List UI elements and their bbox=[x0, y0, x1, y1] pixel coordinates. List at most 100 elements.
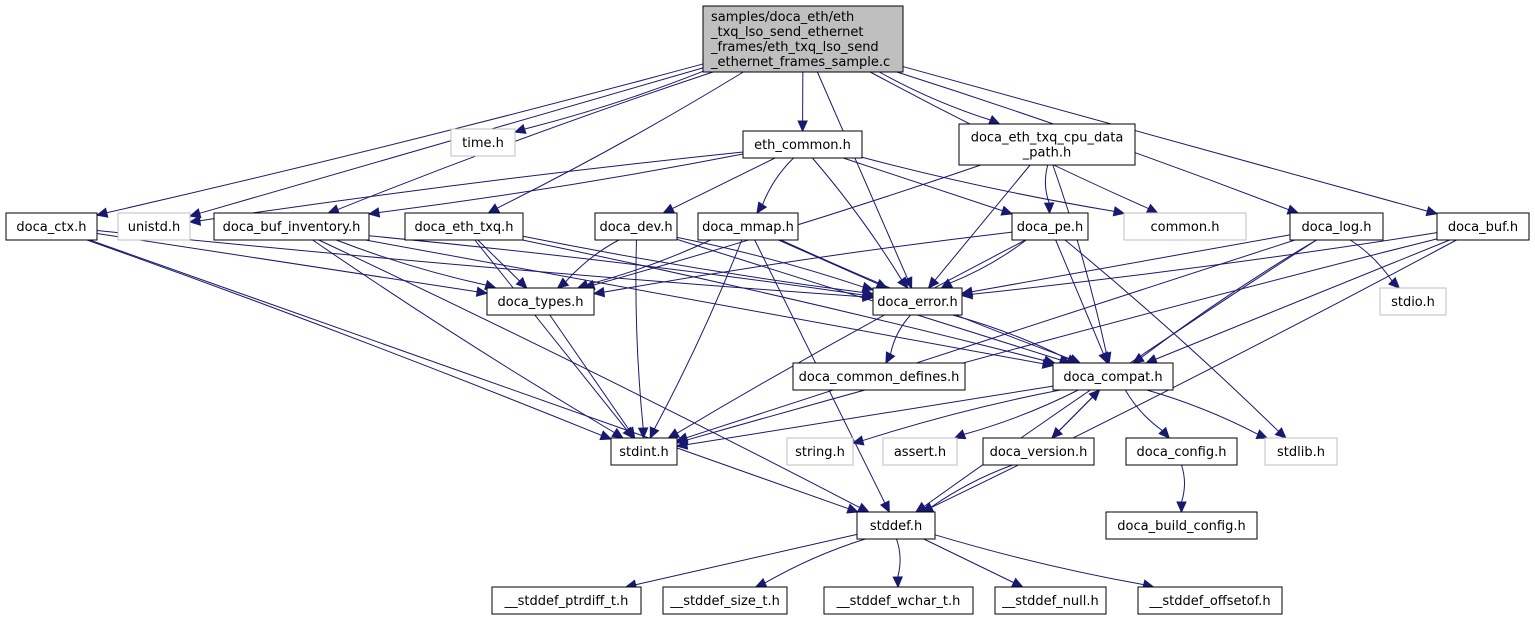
edge-line bbox=[1146, 389, 1259, 435]
edge-line bbox=[686, 239, 1296, 439]
node-label: doca_ctx.h bbox=[16, 220, 86, 235]
edge-line bbox=[477, 239, 520, 282]
node-doca-compat[interactable]: doca_compat.h bbox=[1052, 362, 1174, 391]
edge-doca_ctx-to-stddef bbox=[89, 239, 860, 514]
edge-line bbox=[106, 63, 704, 214]
edge-line bbox=[862, 389, 1061, 442]
node-stdint[interactable]: stdint.h bbox=[610, 437, 678, 466]
node-doca-build-config[interactable]: doca_build_config.h bbox=[1105, 511, 1258, 540]
edge-line bbox=[816, 71, 909, 280]
arrowhead-icon bbox=[846, 503, 860, 514]
edge-line bbox=[890, 314, 911, 355]
node-doca-buf-inventory[interactable]: doca_buf_inventory.h bbox=[213, 212, 370, 241]
node-doca-pe[interactable]: doca_pe.h bbox=[1011, 212, 1089, 241]
edge-line bbox=[96, 229, 864, 298]
edge-line bbox=[676, 238, 1061, 361]
node-doca-types[interactable]: doca_types.h bbox=[486, 287, 595, 316]
node-size-t[interactable]: __stddef_size_t.h bbox=[662, 586, 788, 615]
edge-root-to-unistd bbox=[188, 67, 704, 219]
edge-line bbox=[635, 239, 644, 429]
edge-doca_dev-to-doca_types bbox=[556, 239, 620, 289]
node-box bbox=[1436, 212, 1530, 241]
node-box bbox=[982, 437, 1095, 466]
node-doca-eth-txq[interactable]: doca_eth_txq.h bbox=[404, 212, 524, 241]
node-null[interactable]: __stddef_null.h bbox=[994, 586, 1107, 615]
arrowhead-icon bbox=[662, 203, 676, 214]
node-offsetof[interactable]: __stddef_offsetof.h bbox=[1137, 586, 1283, 615]
arrowhead-icon bbox=[188, 215, 202, 226]
arrowhead-icon bbox=[1388, 276, 1401, 289]
node-cpu-data-path[interactable]: doca_eth_txq_cpu_data_path.h bbox=[958, 123, 1136, 166]
node-doca-mmap[interactable]: doca_mmap.h bbox=[697, 212, 799, 241]
edge-line bbox=[764, 538, 866, 584]
edge-eth_common-to-doca_buf_inventory bbox=[367, 153, 744, 218]
node-box bbox=[856, 511, 936, 540]
arrowhead-icon bbox=[556, 277, 570, 289]
edge-stddef-to-ptrdiff bbox=[624, 533, 858, 590]
node-box bbox=[1379, 287, 1447, 316]
arrowhead-icon bbox=[1145, 354, 1159, 364]
arrowhead-icon bbox=[1145, 203, 1159, 214]
node-doca-ctx[interactable]: doca_ctx.h bbox=[5, 212, 98, 241]
edge-line bbox=[318, 239, 860, 509]
node-doca-common-defines[interactable]: doca_common_defines.h bbox=[792, 362, 966, 391]
edge-cpu_data_path-to-doca_pe bbox=[1043, 164, 1055, 215]
edge-doca_buf_inventory-to-stddef bbox=[318, 239, 870, 513]
node-label: time.h bbox=[462, 136, 504, 151]
edge-stddef-to-size_t bbox=[754, 538, 866, 588]
node-label: _txq_lso_send_ethernet bbox=[710, 25, 863, 40]
node-label: doca_pe.h bbox=[1017, 220, 1083, 235]
edge-doca_buf_inventory-to-doca_error bbox=[368, 235, 875, 301]
arrowhead-icon bbox=[1274, 427, 1287, 439]
edge-line bbox=[879, 71, 991, 121]
edge-doca_types-to-stdint bbox=[549, 314, 636, 440]
edge-doca_pe-to-doca_types bbox=[592, 231, 1013, 298]
node-wchar-t[interactable]: __stddef_wchar_t.h bbox=[823, 586, 974, 615]
edge-doca_compat-to-assert bbox=[953, 389, 1079, 440]
node-stdio: stdio.h bbox=[1379, 287, 1447, 316]
node-label: _ethernet_frames_sample.c bbox=[710, 55, 890, 70]
arrowhead-icon bbox=[675, 439, 689, 450]
node-box bbox=[450, 128, 516, 157]
edge-doca_buf-to-stdint bbox=[675, 238, 1438, 446]
arrowhead-icon bbox=[1112, 206, 1126, 217]
node-label: doca_version.h bbox=[990, 445, 1088, 460]
node-box bbox=[5, 212, 98, 241]
edge-doca_pe-to-doca_error bbox=[940, 239, 1027, 289]
node-label: doca_eth_txq_cpu_data bbox=[971, 131, 1124, 146]
node-label: stdlib.h bbox=[1277, 445, 1325, 460]
node-doca-version[interactable]: doca_version.h bbox=[982, 437, 1095, 466]
node-ptrdiff[interactable]: __stddef_ptrdiff_t.h bbox=[491, 586, 642, 615]
node-stddef[interactable]: stddef.h bbox=[856, 511, 936, 540]
edge-line bbox=[522, 235, 864, 294]
arrowhead-icon bbox=[885, 351, 896, 365]
node-doca-config[interactable]: doca_config.h bbox=[1125, 437, 1238, 466]
arrowhead-icon bbox=[960, 288, 974, 300]
node-label: doca_log.h bbox=[1301, 220, 1371, 235]
arrowhead-icon bbox=[756, 201, 768, 215]
arrowhead-icon bbox=[1088, 389, 1101, 402]
node-stdlib: stdlib.h bbox=[1264, 437, 1338, 466]
node-box bbox=[404, 212, 524, 241]
edge-cpu_data_path-to-doca_compat bbox=[1052, 164, 1112, 365]
edge-eth_common-to-doca_error bbox=[812, 157, 909, 289]
edge-line bbox=[934, 534, 1144, 586]
node-box bbox=[994, 586, 1107, 615]
edge-doca_error-to-doca_compat bbox=[952, 314, 1079, 365]
node-doca-error[interactable]: doca_error.h bbox=[872, 287, 963, 316]
node-box bbox=[1137, 586, 1283, 615]
node-box bbox=[1289, 212, 1384, 241]
node-doca-buf[interactable]: doca_buf.h bbox=[1436, 212, 1530, 241]
arrowhead-icon bbox=[649, 426, 660, 440]
node-doca-log[interactable]: doca_log.h bbox=[1289, 212, 1384, 241]
node-doca-dev[interactable]: doca_dev.h bbox=[594, 212, 678, 241]
edge-line bbox=[676, 239, 1026, 434]
node-box bbox=[1011, 212, 1089, 241]
edge-line bbox=[686, 238, 1438, 441]
edge-line bbox=[1155, 239, 1450, 360]
edge-line bbox=[861, 156, 1115, 212]
node-root[interactable]: samples/doca_eth/eth_txq_lso_send_ethern… bbox=[702, 5, 904, 73]
arrowhead-icon bbox=[637, 427, 649, 440]
node-eth-common[interactable]: eth_common.h bbox=[742, 130, 863, 159]
